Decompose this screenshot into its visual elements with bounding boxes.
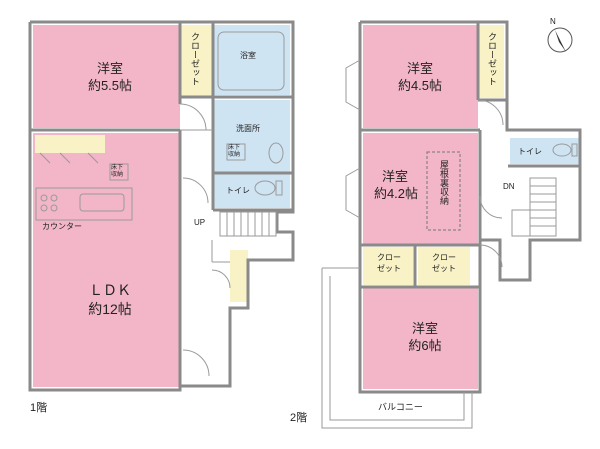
sink: [79, 193, 125, 212]
door-arc: [479, 195, 503, 219]
toilet-1f-fill: [213, 174, 290, 208]
counter-label: カウンター: [42, 222, 82, 231]
room-nw-fill: [33, 25, 180, 128]
shelf-mark: [59, 152, 71, 164]
floor-1-outline: [28, 20, 295, 392]
room-s-size: 約6帖: [408, 338, 442, 353]
toilet-2f-fill: [510, 138, 580, 164]
closet-1f-fill: [180, 25, 213, 97]
room-n-fill: [363, 25, 478, 128]
floor-1-plan: [28, 20, 295, 392]
shelf-mark: [39, 152, 51, 164]
toilet-1f-label: トイレ: [226, 186, 250, 195]
compass-north-label: N: [550, 17, 556, 26]
stove-burner: [50, 204, 58, 212]
hall-storage: [230, 250, 248, 302]
floor-2-label: 2階: [290, 412, 308, 424]
underfloor-storage-wash: [226, 143, 246, 161]
underfloor-storage-kitchen: [109, 163, 129, 181]
closet-1f-label: クローゼット: [190, 32, 200, 86]
room-s-name: 洋室: [411, 321, 438, 336]
storage-kitchen-label: 床下収納: [111, 165, 124, 178]
ldk-name: ＬＤＫ: [89, 282, 131, 298]
door-arc: [477, 99, 504, 126]
balcony-rail-inner: [329, 276, 465, 421]
toilet-1f-bowl: [254, 180, 276, 196]
bath-label: 浴室: [240, 51, 256, 60]
door-arc: [182, 177, 209, 204]
stove-burner: [40, 194, 48, 202]
balcony-label: バルコニー: [378, 402, 423, 412]
entrance-door-arc: [182, 349, 210, 377]
door-arc: [479, 244, 503, 268]
attic-area: [426, 151, 461, 231]
compass-icon: [547, 27, 573, 53]
bathtub: [217, 31, 285, 91]
floor-2-outline: [358, 20, 582, 394]
ldk-fill: [33, 133, 180, 387]
washroom-label: 洗面所: [236, 124, 260, 133]
door-arc: [179, 103, 207, 131]
bay-window-w: [345, 167, 361, 219]
closet-2f-b-label: クローゼット: [432, 253, 456, 273]
washbasin: [268, 142, 284, 164]
toilet-2f-tank: [571, 143, 578, 157]
dn-label: DN: [503, 182, 515, 191]
stairs-1f: [211, 211, 277, 263]
room-nw-size: 約5.5帖: [87, 78, 133, 93]
room-s-fill: [363, 286, 478, 389]
balcony-rail: [321, 268, 473, 429]
room-nw-name: 洋室: [96, 61, 123, 76]
closet-2f-b-fill: [418, 247, 470, 285]
bay-window-n: [345, 59, 361, 111]
bath-fill: [213, 25, 290, 95]
room-n-size: 約4.5帖: [397, 78, 443, 93]
toilet-2f-bowl: [552, 143, 572, 157]
floor-2-plan: [321, 20, 582, 429]
up-label: UP: [194, 218, 206, 227]
closet-2f-a-label: クローゼット: [377, 253, 401, 273]
kitchen-shelf: [35, 135, 105, 153]
closet-2f-n-label: クローゼット: [487, 32, 497, 86]
shelf-mark: [87, 152, 99, 164]
kitchen-counter: [35, 187, 133, 221]
stove-burner: [40, 204, 48, 212]
storage-wash-label: 床下収納: [228, 145, 241, 158]
closet-2f-a-fill: [363, 247, 413, 285]
washroom-fill: [213, 100, 290, 172]
floor-1-label: 1階: [30, 402, 48, 414]
room-w-name: 洋室: [381, 169, 408, 184]
stairs-2f: [511, 177, 557, 237]
room-n-name: 洋室: [406, 61, 433, 76]
toilet-1f-tank: [275, 180, 283, 196]
attic-label: 屋根裏収納: [439, 160, 449, 205]
toilet-2f-label: トイレ: [518, 147, 542, 156]
door-arc: [211, 269, 231, 289]
room-w-size: 約4.2帖: [373, 186, 419, 201]
stove-burner: [50, 194, 58, 202]
closet-2f-n-fill: [478, 25, 504, 98]
ldk-size: 約12帖: [88, 301, 132, 317]
